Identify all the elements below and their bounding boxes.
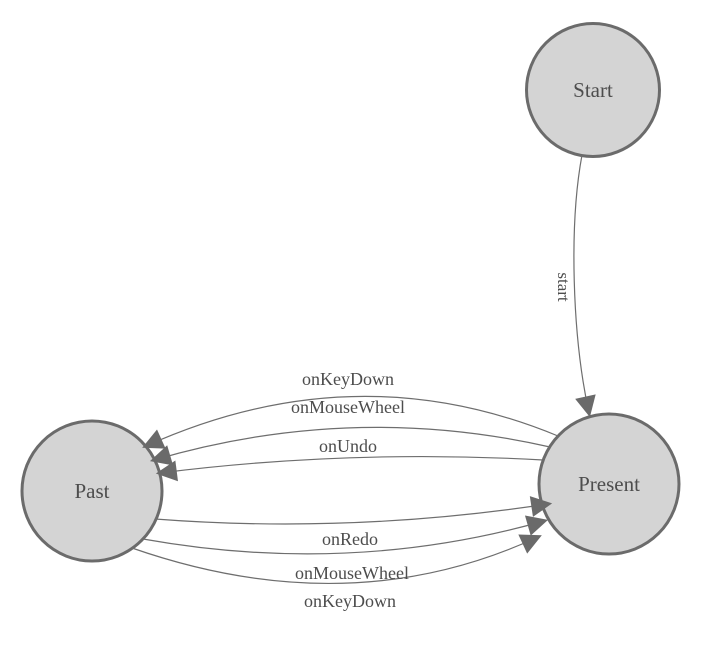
edge-label-start: start <box>554 272 573 302</box>
edge-label-onmousewheel-bottom: onMouseWheel <box>295 563 409 583</box>
state-label-start: Start <box>573 78 613 102</box>
edge-past-to-present-onmousewheel[interactable] <box>142 515 549 555</box>
edge-present-to-past-onmousewheel[interactable] <box>149 426 551 466</box>
edge-label-onkeydown-top: onKeyDown <box>302 369 394 389</box>
state-node-present[interactable] <box>537 412 681 556</box>
edge-label-onundo: onUndo <box>319 436 377 456</box>
edge-present-to-past-onundo[interactable] <box>155 455 544 482</box>
edge-past-to-present-onkeydown[interactable] <box>131 534 542 585</box>
edge-start-to-present[interactable] <box>573 154 596 418</box>
edge-past-to-present-onredo[interactable] <box>154 496 553 525</box>
edge-label-onredo: onRedo <box>322 529 378 549</box>
state-label-present: Present <box>578 472 640 496</box>
edge-label-onmousewheel-top: onMouseWheel <box>291 397 405 417</box>
state-label-past: Past <box>74 479 109 503</box>
edge-label-onkeydown-bottom: onKeyDown <box>304 591 396 611</box>
state-node-past[interactable] <box>20 419 164 563</box>
state-node-start[interactable] <box>525 22 661 158</box>
edge-present-to-past-onkeydown[interactable] <box>142 395 559 449</box>
